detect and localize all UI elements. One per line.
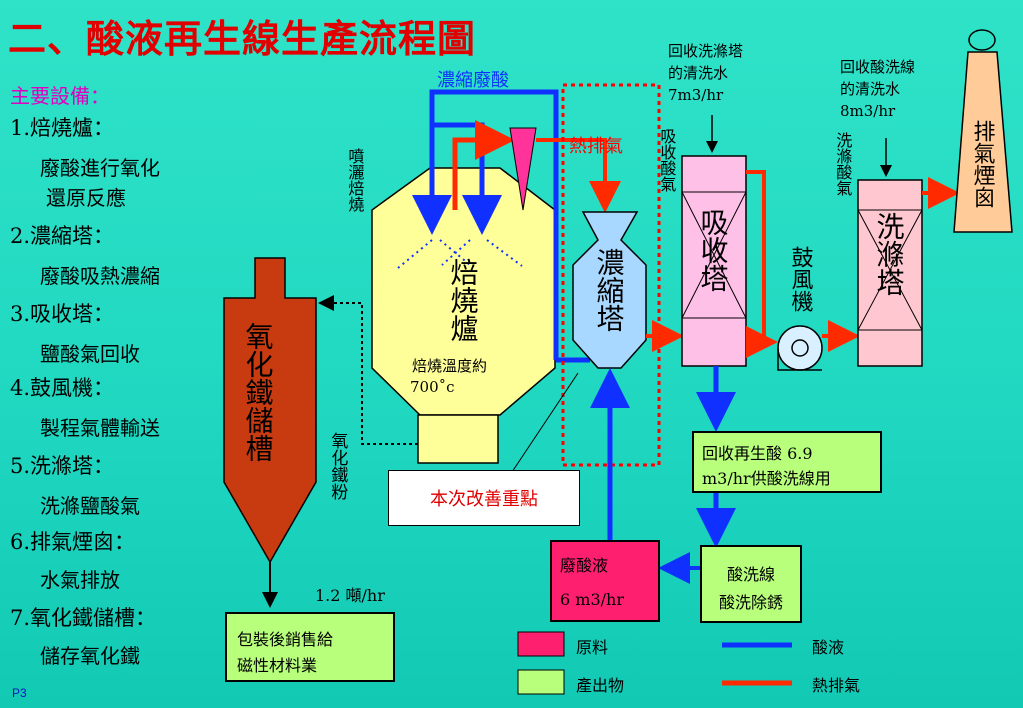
absorber-packing [681, 191, 747, 319]
packaged-sales-line1: 包裝後銷售給 [237, 630, 334, 649]
iron-tank-label: 氧化鐵儲槽 [241, 322, 275, 462]
equipment-desc: 還原反應 [46, 186, 126, 210]
callout-line [509, 372, 579, 476]
packaged-sales-line2: 磁性材料業 [237, 656, 318, 675]
spray-dots [486, 239, 523, 267]
spray-roast-label: 噴灑焙燒 [345, 148, 365, 212]
hot-exhaust-label: 熱排氣 [569, 136, 623, 157]
waste-acid-box: 廢酸液 6 m3/hr [550, 540, 660, 622]
equipment-item-scrubber: 5.洗滌塔： [10, 454, 115, 478]
improvement-text: 本次改善重點 [430, 489, 538, 509]
pickling-line-line2: 酸洗除銹 [718, 593, 783, 612]
iron-rate-label: 1.2 噸/hr [315, 586, 385, 605]
equipment-item-concentrator: 2.濃縮塔： [10, 224, 115, 248]
scrub-acid-gas-label: 洗滌酸氣 [833, 132, 853, 196]
equipment-desc: 廢酸吸熱濃縮 [40, 264, 160, 288]
packaged-sales-box: 包裝後銷售給 磁性材料業 [225, 612, 395, 682]
absorber-water-line1: 回收洗滌塔 [668, 42, 744, 60]
concentrator-label: 濃縮塔 [592, 248, 626, 332]
roaster-temp-label: 焙燒溫度約 [412, 357, 488, 375]
roaster-label: 焙燒爐 [446, 258, 480, 342]
equipment-heading: 主要設備： [10, 84, 110, 108]
improvement-callout: 本次改善重點 [388, 470, 580, 526]
spray-dots [441, 239, 471, 266]
scrubber-label: 洗滌塔 [872, 212, 906, 296]
equipment-item-absorber: 3.吸收塔： [10, 302, 115, 326]
scrubber-water-line1: 回收酸洗線 [840, 58, 916, 76]
equipment-desc: 廢酸進行氧化 [40, 156, 160, 180]
equipment-item-stack: 6.排氣煙囪： [10, 530, 136, 554]
scrubber-water-line3: 8m3/hr [840, 102, 896, 120]
hot-line-to-blower [746, 170, 778, 358]
legend-acid-label: 酸液 [812, 638, 845, 657]
hot-line-roaster-out [452, 120, 515, 210]
hot-line-to-concentrator [536, 138, 621, 213]
stack-body [953, 51, 1013, 233]
equipment-desc: 鹽酸氣回收 [40, 342, 140, 366]
blower [777, 325, 823, 371]
iron-powder-label: 氧化鐵粉 [327, 432, 348, 500]
legend-product-label: 產出物 [576, 676, 625, 695]
scrubber-body [857, 179, 923, 367]
absorb-acid-gas-label: 吸收酸氣 [657, 128, 677, 192]
cyclone [509, 127, 537, 211]
pickling-line-line1: 酸洗線 [726, 565, 775, 584]
waste-acid-line1: 廢酸液 [560, 556, 609, 575]
waste-acid-line2: 6 m3/hr [560, 590, 624, 609]
equipment-item-iron-tank: 7.氧化鐵儲槽： [10, 606, 157, 630]
legend-raw-label: 原料 [576, 638, 609, 657]
concentrated-acid-label: 濃縮廢酸 [437, 70, 509, 91]
page-title: 二、酸液再生線生產流程圖 [8, 16, 477, 61]
absorber-label: 吸收塔 [696, 208, 730, 292]
legend-product-swatch [517, 669, 565, 695]
absorber-water-line3: 7m3/hr [668, 86, 724, 104]
blower-label: 鼓風機 [787, 246, 813, 312]
equipment-desc: 製程氣體輸送 [40, 416, 160, 440]
equipment-desc: 儲存氧化鐵 [40, 644, 140, 668]
page-number: P3 [12, 686, 27, 700]
iron-oxide-tank [223, 257, 317, 564]
roaster-bottom-hopper [417, 414, 499, 464]
legend-raw-swatch [517, 631, 565, 657]
iron-powder-path [318, 295, 418, 445]
legend-hot-label: 熱排氣 [812, 676, 861, 695]
absorber-water-line2: 的清洗水 [668, 64, 729, 82]
equipment-desc: 洗滌鹽酸氣 [40, 494, 140, 518]
recovered-acid-line1: 回收再生酸 6.9 [702, 444, 813, 463]
equipment-item-roaster: 1.焙燒爐： [10, 116, 115, 140]
equipment-item-blower: 4.鼓風機： [10, 376, 115, 400]
roaster-temp-value: 700˚c [410, 378, 455, 396]
stack-label: 排氣煙囪 [969, 120, 995, 208]
recovered-acid-line2: m3/hr供酸洗線用 [702, 469, 831, 488]
pickling-line-box: 酸洗線 酸洗除銹 [700, 545, 802, 623]
acid-line-concentrated [412, 89, 559, 360]
scrubber-water-line2: 的清洗水 [840, 80, 901, 98]
stack-top [968, 29, 996, 51]
spray-dots [397, 239, 433, 269]
recovered-acid-box: 回收再生酸 6.9 m3/hr供酸洗線用 [692, 431, 882, 493]
equipment-desc: 水氣排放 [40, 568, 120, 592]
